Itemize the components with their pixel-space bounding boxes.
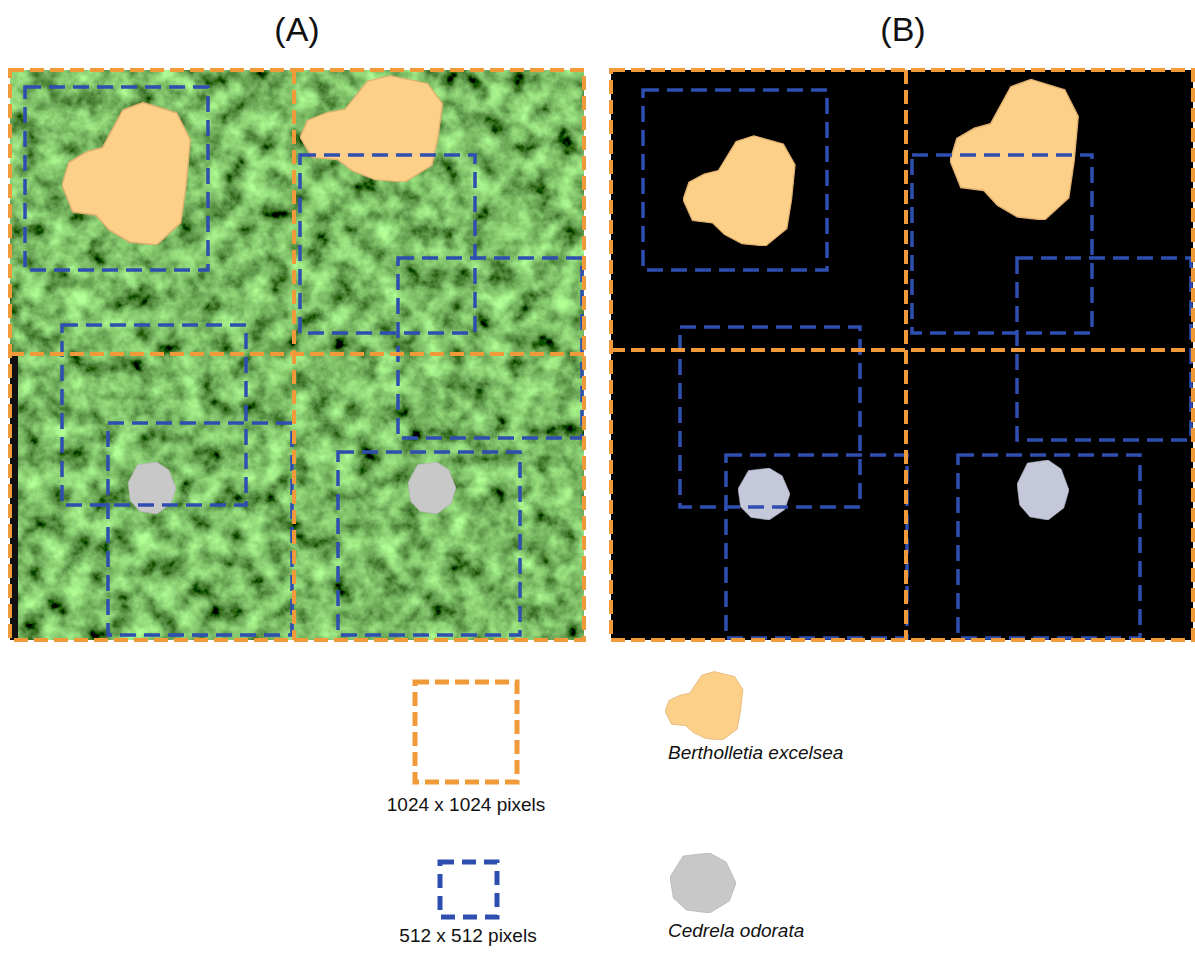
legend-text: Cedrela odorata bbox=[668, 920, 804, 942]
tile-1024 bbox=[10, 70, 584, 640]
panel-label: (B) bbox=[880, 10, 925, 49]
bertholletia-mask bbox=[683, 136, 795, 246]
cedrela-mask bbox=[738, 468, 790, 520]
legend-text: 1024 x 1024 pixels bbox=[387, 794, 545, 816]
legend-sample-1024 bbox=[415, 682, 517, 782]
bertholletia-crown bbox=[62, 103, 190, 246]
cedrela-mask bbox=[1017, 460, 1069, 520]
panel-label: (A) bbox=[274, 10, 319, 49]
canopy-texture bbox=[10, 70, 584, 640]
tile-1024 bbox=[611, 70, 1193, 640]
legend-text: Bertholletia excelsea bbox=[668, 742, 843, 764]
tile-512 bbox=[25, 87, 582, 635]
bertholletia-mask bbox=[950, 79, 1078, 220]
canopy-image bbox=[10, 70, 584, 640]
panel-b bbox=[611, 70, 1193, 640]
cedrela-crown bbox=[408, 462, 456, 514]
legend-sample-bertholletia bbox=[665, 672, 743, 740]
tile-512 bbox=[643, 90, 1191, 638]
mask-ground bbox=[611, 70, 1193, 640]
legend-text: 512 x 512 pixels bbox=[399, 925, 536, 947]
legend-sample-512 bbox=[440, 862, 497, 917]
legend-sample-cedrela bbox=[670, 853, 736, 913]
panel-a bbox=[10, 70, 584, 640]
bertholletia-crown bbox=[300, 76, 443, 182]
